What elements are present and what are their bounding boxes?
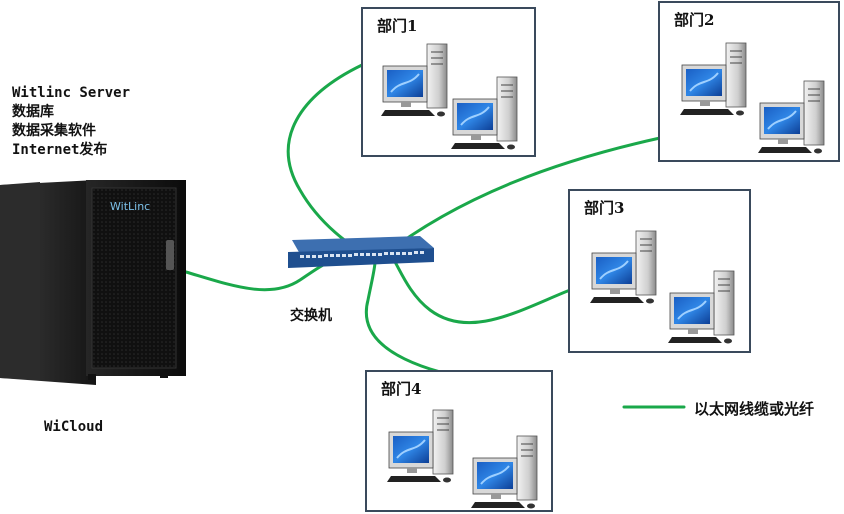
department-2: 部门2 <box>658 1 840 162</box>
server-description: Witlinc Server 数据库 数据采集软件 Internet发布 <box>12 84 130 160</box>
department-4-title: 部门4 <box>381 380 422 398</box>
server-caption: WiCloud <box>44 419 104 435</box>
cable-dept3-switch <box>393 260 572 325</box>
computer-icon <box>386 409 538 510</box>
server-line-3: 数据采集软件 <box>12 123 96 139</box>
computer-icon <box>589 230 735 345</box>
computer-icon <box>679 42 825 155</box>
department-3: 部门3 <box>568 189 751 353</box>
switch-label: 交换机 <box>290 308 332 324</box>
cable-dept1-switch <box>286 63 372 260</box>
server-brand: WitLinc <box>110 200 151 213</box>
cable-dept4-switch <box>364 260 442 374</box>
department-1: 部门1 <box>361 7 536 157</box>
server-line-1: Witlinc Server <box>12 85 131 101</box>
department-1-title: 部门1 <box>377 17 418 35</box>
legend-label: 以太网线缆或光纤 <box>694 400 815 418</box>
department-4: 部门4 <box>365 370 553 512</box>
computer-icon <box>380 43 518 151</box>
department-3-title: 部门3 <box>584 199 625 217</box>
cable-dept2-switch <box>378 136 662 260</box>
server-line-4: Internet发布 <box>12 142 108 158</box>
cable-server-switch <box>184 256 342 292</box>
department-2-title: 部门2 <box>674 11 715 29</box>
server-line-2: 数据库 <box>12 104 54 120</box>
